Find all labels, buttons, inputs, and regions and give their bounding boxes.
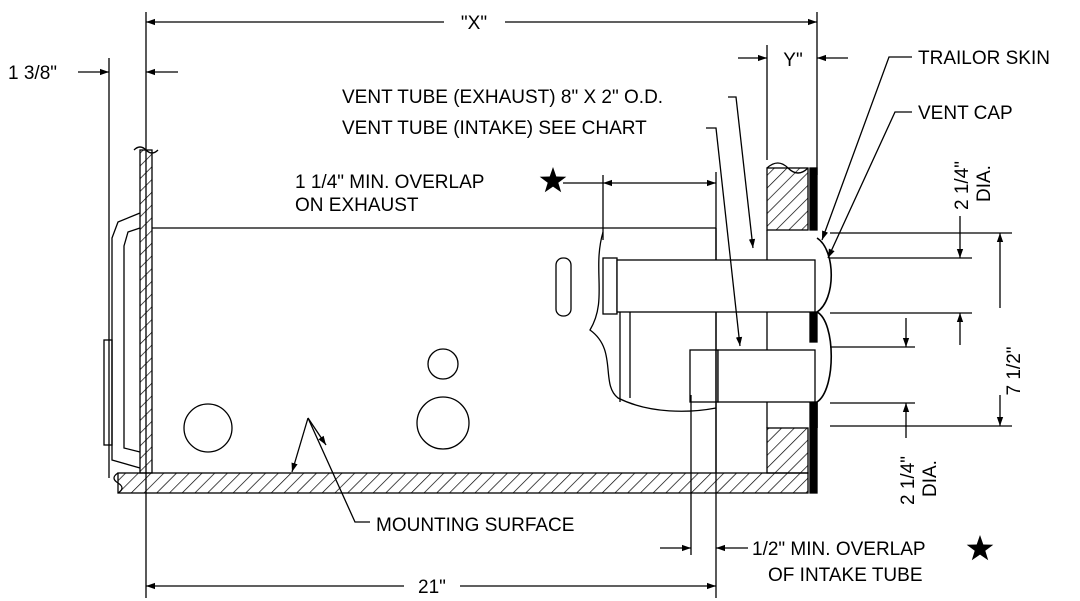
leader-exhaust-tube bbox=[728, 96, 756, 249]
mounting-surface-label: MOUNTING SURFACE bbox=[376, 515, 574, 536]
vent-cap bbox=[815, 237, 833, 428]
spacing-label: 7 1/2" bbox=[1004, 346, 1025, 395]
overlap-exhaust-label-2: ON EXHAUST bbox=[295, 195, 419, 216]
leader-trailor-skin bbox=[821, 56, 912, 241]
exhaust-tube-label: VENT TUBE (EXHAUST) 8" X 2" O.D. bbox=[342, 87, 663, 108]
mounting-surface-floor bbox=[117, 472, 809, 494]
top-dia-value: 2 1/4" bbox=[952, 161, 973, 210]
bottom-dia-value: 2 1/4" bbox=[898, 456, 919, 505]
wall-break-mark bbox=[133, 146, 159, 154]
front-panel bbox=[111, 212, 141, 469]
top-dia-unit: DIA. bbox=[974, 165, 995, 202]
star-icon bbox=[966, 535, 994, 561]
intake-tube-collar bbox=[689, 349, 719, 403]
overlap-exhaust-label: 1 1/4" MIN. OVERLAP bbox=[295, 172, 484, 193]
leader-mounting-surface bbox=[307, 417, 370, 523]
trailor-wall-break bbox=[766, 162, 809, 174]
trailor-skin-label: TRAILOR SKIN bbox=[918, 48, 1050, 69]
leader-intake-tube bbox=[706, 127, 743, 347]
overlap-intake-label-2: OF INTAKE TUBE bbox=[768, 565, 923, 586]
leader-mounting-wall bbox=[307, 417, 327, 446]
knob-small bbox=[427, 348, 459, 380]
dimension-x-label: "X" bbox=[461, 13, 487, 34]
leader-mounting-floor bbox=[291, 417, 309, 473]
trailor-wall-upper bbox=[766, 167, 809, 231]
front-panel-handle bbox=[103, 339, 113, 446]
trailor-skin-lower bbox=[809, 401, 818, 494]
exhaust-vent-tube bbox=[616, 259, 816, 313]
trailor-skin-middle bbox=[809, 311, 818, 343]
knob-large bbox=[416, 396, 470, 450]
trailor-skin-upper bbox=[809, 167, 818, 231]
dimension-length-label: 21" bbox=[418, 577, 446, 598]
intake-tube-label: VENT TUBE (INTAKE) SEE CHART bbox=[342, 118, 647, 139]
exhaust-slot bbox=[555, 257, 572, 317]
bottom-dia-unit: DIA. bbox=[920, 460, 941, 497]
overlap-intake-label: 1/2" MIN. OVERLAP bbox=[752, 539, 926, 560]
dimension-offset-label: 1 3/8" bbox=[8, 63, 57, 84]
knob-left bbox=[183, 403, 233, 453]
vent-cap-label: VENT CAP bbox=[918, 103, 1013, 124]
cutaway-break bbox=[589, 231, 717, 412]
star-icon bbox=[539, 167, 567, 193]
intake-vent-tube bbox=[717, 349, 816, 403]
leader-vent-cap bbox=[827, 111, 912, 259]
trailor-wall-lower bbox=[766, 427, 809, 474]
floor-break-mark bbox=[113, 472, 123, 494]
front-panel-inner bbox=[123, 227, 141, 453]
interior-wall bbox=[139, 149, 153, 474]
exhaust-tube-collar bbox=[602, 257, 618, 315]
dimension-y-label: Y" bbox=[783, 50, 802, 71]
